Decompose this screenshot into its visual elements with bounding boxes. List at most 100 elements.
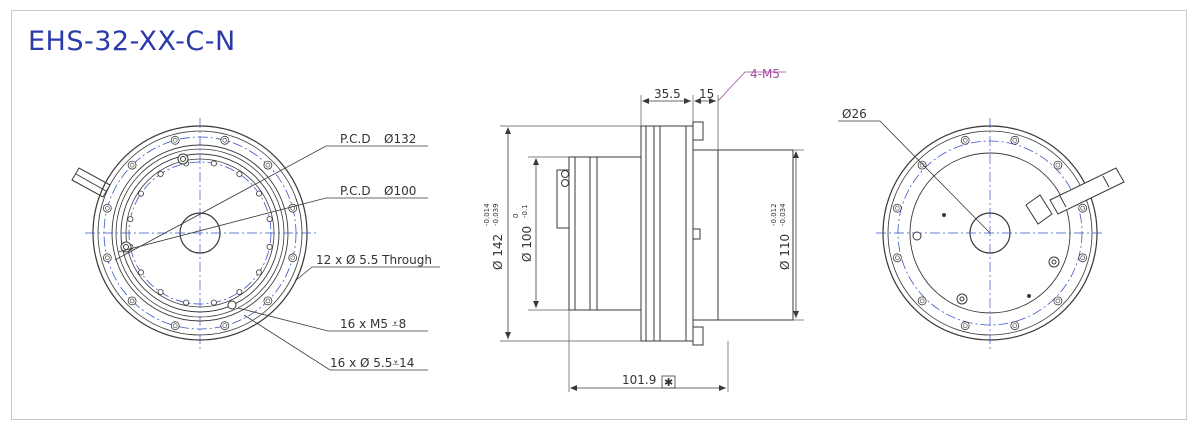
- counterbore-holes-label: 16 x Ø 5.5⩡14: [330, 356, 414, 370]
- rear-hole-inner: [962, 323, 968, 329]
- m5-hole: [236, 170, 243, 177]
- rear-hole-inner: [962, 138, 968, 143]
- rear-hole: [892, 203, 902, 213]
- m5-hole: [210, 299, 217, 306]
- rear-view: Ø26: [838, 107, 1125, 350]
- front-through-holes: [102, 135, 298, 331]
- rear-hole-inner: [919, 162, 925, 168]
- page-title: EHS-32-XX-C-N: [28, 26, 236, 57]
- rear-hole: [960, 135, 970, 145]
- rear-hole-inner: [894, 255, 900, 261]
- dia-26-label: Ø26: [842, 107, 867, 121]
- rear-hole-inner: [1080, 255, 1085, 261]
- through-hole-inner: [105, 205, 110, 211]
- dia-142-tol-lower: -0.039: [492, 203, 500, 226]
- rear-hole: [917, 296, 927, 306]
- through-holes-label: 12 x Ø 5.5 Through: [316, 253, 432, 267]
- dia-142-group: Ø 142 -0.014 -0.039: [483, 203, 505, 270]
- side-dimension-lines: [505, 98, 799, 391]
- rear-hole-inner: [1012, 323, 1018, 329]
- rear-hole-inner: [1012, 138, 1018, 143]
- dia-110-group: Ø 110 -0.012 -0.034: [770, 203, 792, 270]
- pcd-100-prefix: P.C.D: [340, 184, 371, 198]
- through-hole: [263, 160, 273, 170]
- through-hole: [127, 296, 137, 306]
- rear-inner-holes: [912, 213, 1060, 305]
- rear-hole-inner: [1055, 162, 1061, 168]
- dia-110-value: Ø 110: [778, 234, 792, 270]
- star-symbol: ✱: [661, 375, 676, 389]
- drawing-frame: [11, 10, 1187, 420]
- rear-hole: [1078, 203, 1088, 213]
- through-hole: [220, 135, 230, 145]
- m5-hole: [266, 243, 273, 250]
- rear-hole: [1078, 253, 1088, 263]
- m5-hole: [255, 269, 262, 276]
- cable-gland: [71, 167, 111, 198]
- m5-hole: [157, 170, 164, 177]
- rear-hole-inner: [1055, 298, 1061, 304]
- dia-100-tol-upper: 0: [512, 214, 520, 218]
- through-hole-inner: [265, 298, 271, 304]
- m5-callout-label: 4-M5: [750, 67, 780, 81]
- dim-15: 15: [699, 87, 714, 101]
- through-hole-inner: [290, 205, 296, 211]
- through-hole-inner: [222, 138, 228, 143]
- front-pins: [120, 153, 237, 310]
- rear-hole: [1053, 296, 1063, 306]
- rear-hole-inner: [1080, 205, 1085, 211]
- front-view: P.C.D Ø132 P.C.D Ø100 12 x Ø 5.5 Through…: [71, 118, 440, 371]
- front-centerlines: [85, 118, 318, 350]
- through-hole-inner: [172, 323, 178, 329]
- rear-hole: [1010, 135, 1020, 145]
- rear-hole: [917, 160, 927, 170]
- pcd-100-value: Ø100: [384, 184, 416, 198]
- m5-hole: [266, 216, 273, 223]
- side-body: [556, 121, 794, 346]
- through-hole-inner: [129, 298, 135, 304]
- m5-hole: [236, 288, 243, 295]
- through-hole: [288, 253, 298, 263]
- dia-100-value: Ø 100: [520, 226, 534, 262]
- rear-hole: [1010, 321, 1020, 331]
- front-m5-holes: [127, 160, 273, 306]
- through-hole: [127, 160, 137, 170]
- svg-text:✱: ✱: [664, 376, 673, 389]
- dim-35-5: 35.5: [654, 87, 681, 101]
- m5-hole: [210, 160, 217, 167]
- through-hole-inner: [290, 255, 296, 261]
- dia-110-tol-upper: -0.012: [770, 203, 778, 226]
- side-extension-lines: [500, 95, 804, 392]
- through-hole: [263, 296, 273, 306]
- pcd-132-value: Ø132: [384, 132, 416, 146]
- m5-holes-label: 16 x M5 ⩡8: [340, 317, 406, 331]
- m5-hole: [137, 190, 144, 197]
- m5-hole: [127, 216, 134, 223]
- through-hole: [102, 253, 112, 263]
- m5-hole: [157, 288, 164, 295]
- front-leaders: [114, 145, 440, 371]
- through-hole-inner: [129, 162, 135, 168]
- rear-holes: [892, 135, 1088, 331]
- through-hole-inner: [172, 138, 178, 143]
- rear-hole: [1053, 160, 1063, 170]
- through-hole: [220, 321, 230, 331]
- dia-142-value: Ø 142: [491, 234, 505, 270]
- dim-length: 101.9: [622, 373, 656, 387]
- through-hole: [170, 135, 180, 145]
- pcd-132-prefix: P.C.D: [340, 132, 371, 146]
- through-hole-inner: [265, 162, 271, 168]
- through-hole: [288, 203, 298, 213]
- dia-100-group: Ø 100 0 -0.1: [512, 204, 534, 262]
- rear-leader: [838, 120, 991, 234]
- dia-100-tol-lower: -0.1: [521, 204, 529, 218]
- m5-hole: [137, 269, 144, 276]
- rear-cable-gland: [1025, 167, 1125, 225]
- m5-hole: [255, 190, 262, 197]
- rear-hole: [960, 321, 970, 331]
- rear-hole-inner: [919, 298, 925, 304]
- through-hole: [170, 321, 180, 331]
- dia-110-tol-lower: -0.034: [779, 203, 787, 226]
- rear-hole: [892, 253, 902, 263]
